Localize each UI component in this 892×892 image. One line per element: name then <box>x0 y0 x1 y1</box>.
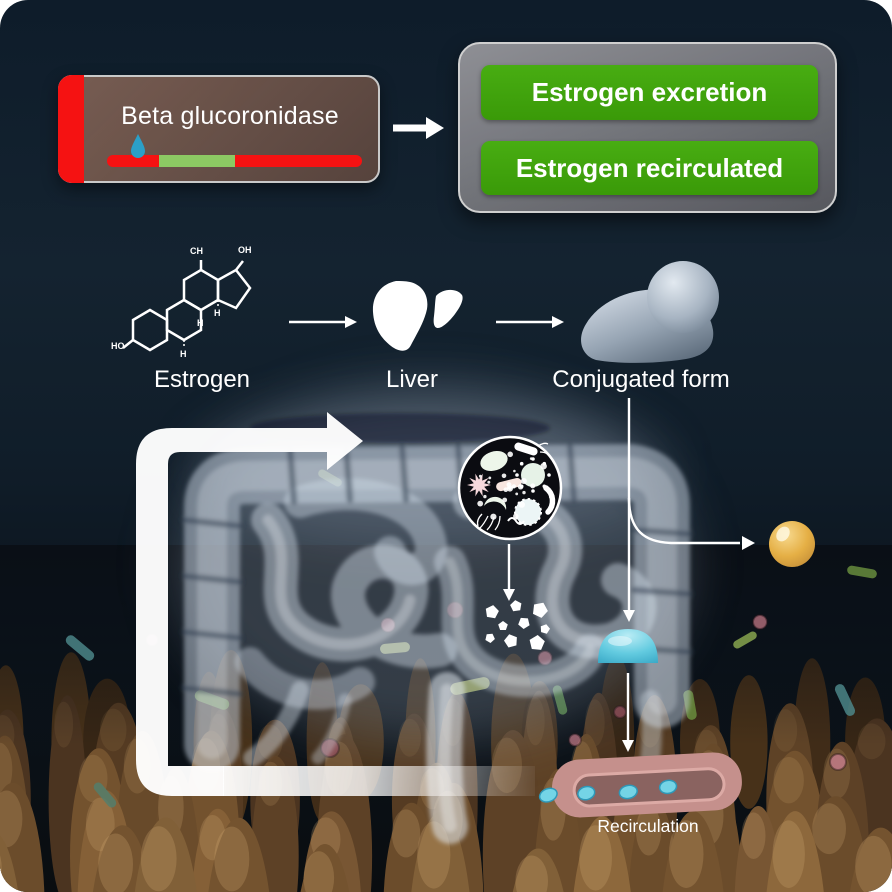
enzyme-optimal-zone <box>159 155 235 167</box>
panel-arrow-icon <box>393 117 444 139</box>
estrogen-recirculated-button: Estrogen recirculated <box>481 141 818 195</box>
estrogen-molecule-icon <box>122 260 252 352</box>
arrow-branch-to-excretion <box>627 497 755 550</box>
outcomes-panel: Estrogen excretion Estrogen recirculated <box>458 42 837 213</box>
arrow-liver-to-conjugated <box>496 316 564 328</box>
recirculation-loop-arrow <box>136 412 535 796</box>
alert-level-bar <box>58 75 84 183</box>
conjugated-form-label: Conjugated form <box>552 366 730 393</box>
estrogen-excretion-button: Estrogen excretion <box>481 65 818 120</box>
enzyme-panel-title: Beta glucoronidase <box>121 102 339 130</box>
flow-arrows <box>289 117 755 752</box>
molecule-label-oh: OH <box>238 245 252 255</box>
free-estrogen-pentagons <box>485 600 550 650</box>
blood-vessel-icon <box>538 752 742 818</box>
bacteria-magnifier-icon <box>457 435 563 541</box>
vessel-droplets <box>538 779 678 803</box>
molecule-label-ho: HO <box>111 341 125 351</box>
molecule-label-h: H <box>214 308 221 318</box>
enzyme-level-slider <box>107 155 362 167</box>
estrogen-label: Estrogen <box>153 366 251 393</box>
liver-label: Liver <box>385 366 439 393</box>
arrow-estrogen-to-liver <box>289 316 357 328</box>
beta-glucuronidase-panel: Beta glucoronidase <box>58 75 380 183</box>
molecule-label-h: H <box>180 349 187 359</box>
estrogen-molecule-labels: HO CH OH H H H <box>110 246 295 371</box>
conjugated-form-icon <box>581 261 719 363</box>
liver-icon <box>372 281 463 351</box>
molecule-label-ch: CH <box>190 246 203 256</box>
arrow-magnifier-down <box>503 544 515 601</box>
deconjugated-estrogen-droplet-icon <box>598 629 658 663</box>
recirculation-label: Recirculation <box>597 816 699 836</box>
level-marker-droplet-icon <box>131 134 145 158</box>
excreted-estrogen-gold-sphere-icon <box>769 521 815 567</box>
arrow-droplet-to-vessel <box>622 673 634 752</box>
molecule-label-h: H <box>197 318 204 328</box>
